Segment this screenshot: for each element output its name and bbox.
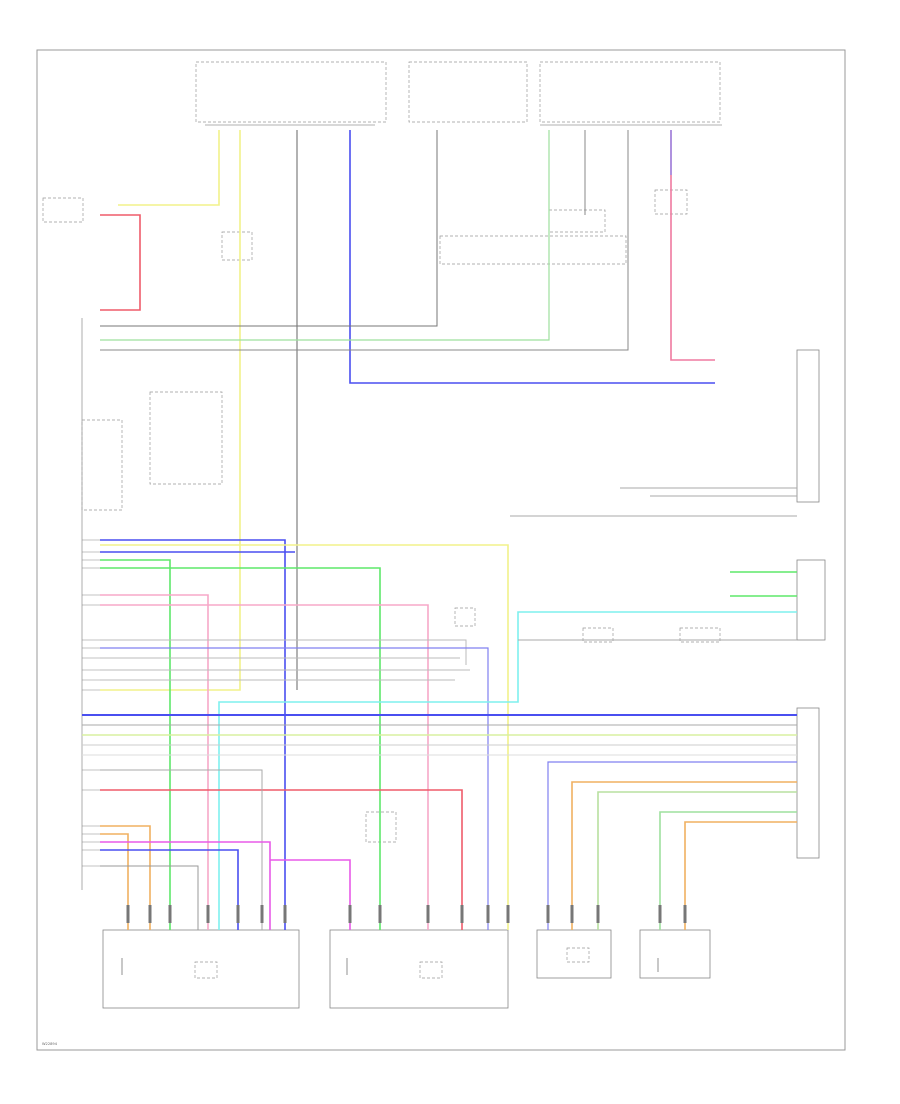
wire-orange-low2 [100,833,129,930]
connector-pin [260,905,264,923]
connector-pin [658,905,662,923]
wire-magenta2 [270,859,351,930]
wire-orange-right [571,781,797,930]
connector-pin [570,905,574,923]
wire-pink-671 [670,130,715,361]
connector-pin [460,905,464,923]
wire-gray-low [100,769,263,930]
wire-gray-low2 [100,865,199,930]
components [42,189,826,1009]
wire-orange-right2 [684,821,797,930]
wire-red-low [100,789,463,930]
connector-pin [206,905,210,923]
connector-pin [378,905,382,923]
wire-gray-a [100,639,467,665]
connector-pin [348,905,352,923]
wire-green-b [100,567,381,930]
wires [82,130,797,930]
wire-yellow-long [100,130,241,691]
ecu-pin-ticks [82,539,100,867]
connector-pin [126,905,130,923]
top-fuse-labels [195,61,722,126]
wire-blue-top [349,130,715,384]
connector-pin [683,905,687,923]
connector-pin [486,905,490,923]
wire-yellow-top [118,130,220,206]
connector-pin [546,905,550,923]
connector-pin [148,905,152,923]
wire-green-a [100,559,171,930]
connector-pin [596,905,600,923]
ground-symbols [121,958,659,975]
wire-pink-b [100,604,429,930]
connector-pin [506,905,510,923]
wire-gray-437 [100,130,438,327]
wire-blue-a [100,539,286,930]
wire-pink-a [100,594,209,930]
wire-blue-c [100,647,489,930]
wire-red-left [100,214,141,311]
wire-lgreen-549 [100,130,550,341]
bottom-connector-pins [126,905,687,923]
wire-gray-628 [100,130,629,351]
wire-yellow-b [100,544,509,930]
connector-pin [236,905,240,923]
wire-blue-low [100,849,239,930]
footer-code: W22894 [42,1042,58,1046]
diagram-border [36,49,846,1051]
wire-blue-right [547,761,797,930]
connector-pin [426,905,430,923]
wire-green-right [659,811,797,930]
wire-lgreen-right [597,791,797,930]
connector-pin [283,905,287,923]
connector-pin [168,905,172,923]
wire-cyan [218,611,797,930]
wire-orange-low [100,825,151,930]
wire-magenta [100,841,271,930]
